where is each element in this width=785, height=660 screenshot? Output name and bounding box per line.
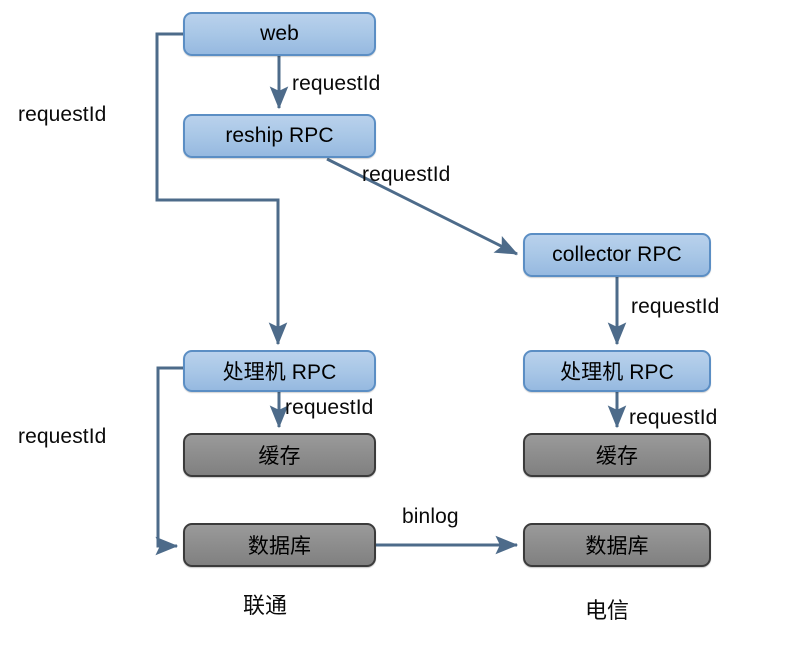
node-processor-rpc-right-label: 处理机 RPC [560,361,674,384]
node-collector-rpc-label: collector RPC [552,243,682,266]
node-database-left[interactable]: 数据库 [183,523,376,567]
node-processor-rpc-left-label: 处理机 RPC [222,361,337,384]
node-web[interactable]: web [183,12,376,56]
node-collector-rpc[interactable]: collector RPC [523,233,711,277]
node-database-right[interactable]: 数据库 [523,523,711,567]
node-cache-right[interactable]: 缓存 [523,433,711,477]
edge-label-db-left-to-db-right: binlog [402,505,459,528]
region-label-telecom: 电信 [585,598,630,623]
edge-web-to-proc-left [155,32,288,346]
edge-proc-left-to-db-left [155,366,183,556]
node-cache-right-label: 缓存 [595,445,639,468]
edge-label-reship-to-collector: requestId [362,163,451,186]
region-label-unicom: 联通 [243,593,288,618]
node-processor-rpc-right[interactable]: 处理机 RPC [523,350,711,392]
edge-label-web-to-reship: requestId [292,72,381,95]
node-reship-rpc[interactable]: reship RPC [183,114,376,158]
node-database-right-label: 数据库 [585,535,649,558]
node-web-label: web [260,22,299,45]
node-reship-rpc-label: reship RPC [225,124,334,147]
edge-label-web-to-proc-left: requestId [18,103,107,126]
edge-label-collector-to-proc-right: requestId [631,295,720,318]
edge-label-proc-right-to-cache-right: requestId [629,406,718,429]
node-database-left-label: 数据库 [247,535,312,558]
edge-label-proc-left-to-db-left: requestId [18,425,107,448]
edge-label-proc-left-to-cache-left: requestId [285,396,374,419]
node-processor-rpc-left[interactable]: 处理机 RPC [183,350,376,392]
node-cache-left-label: 缓存 [258,445,301,468]
node-cache-left[interactable]: 缓存 [183,433,376,477]
